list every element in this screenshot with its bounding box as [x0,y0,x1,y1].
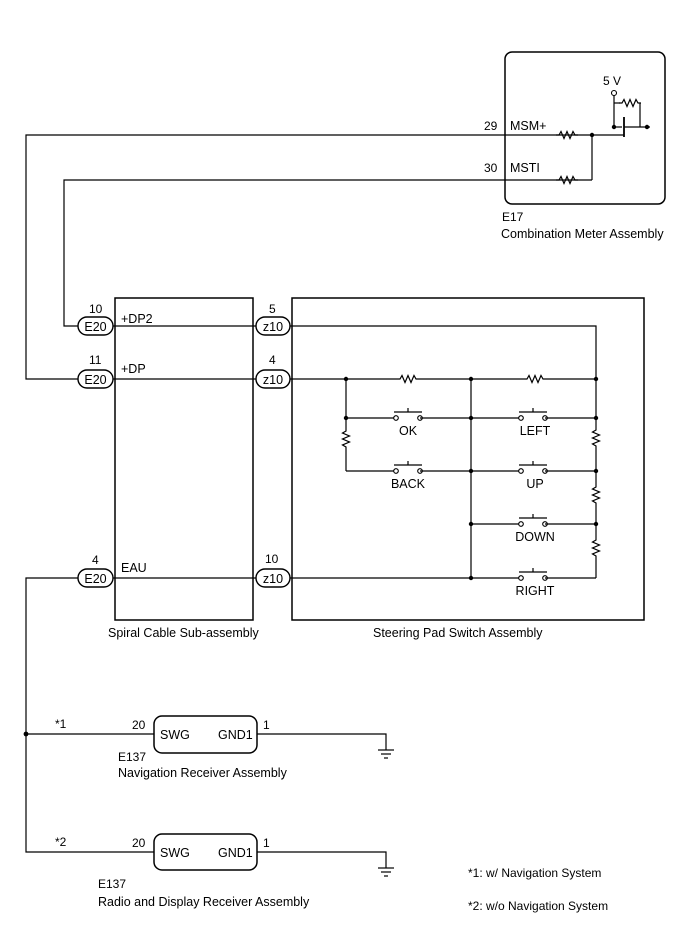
spiral-right-connectors [255,316,291,588]
switch-right-label: RIGHT [516,584,555,598]
note-mark-2: *2 [55,835,67,849]
nav-receiver-name: Navigation Receiver Assembly [118,766,288,780]
spiral-left-connectors [77,316,114,588]
meter-pin-29-number: 29 [484,119,498,133]
pin-eau-label: EAU [121,561,147,575]
note-mark-1: *1 [55,717,67,731]
radio-ground-wire [257,851,387,868]
z10-connector-label: z10 [263,572,283,586]
steering-pad-name: Steering Pad Switch Assembly [373,626,543,640]
switch-up-label: UP [526,477,543,491]
e20-connector-label: E20 [84,572,106,586]
nav-pin-20-number: 20 [132,718,146,732]
meter-internal-circuit [555,89,650,185]
z10-connector-label: z10 [263,320,283,334]
switch-down-label: DOWN [515,530,555,544]
footnote-1: *1: w/ Navigation System [468,866,601,880]
external-wiring [23,134,556,853]
radio-pin-1-number: 1 [263,836,270,850]
ground-icon [377,867,395,877]
nav-swg-label: SWG [160,728,190,742]
radio-pin-20-number: 20 [132,836,146,850]
radio-gnd1-label: GND1 [218,846,253,860]
nav-connector-code: E137 [118,750,146,764]
z10-pin-5-number: 5 [269,302,276,316]
nav-pin-1-number: 1 [263,718,270,732]
steering-pad-circuit [290,325,601,581]
meter-assembly-name: Combination Meter Assembly [501,227,664,241]
switch-back-label: BACK [391,477,426,491]
spiral-cable-name: Spiral Cable Sub-assembly [108,626,260,640]
meter-voltage-label: 5 V [603,74,621,88]
switch-ok-label: OK [399,424,418,438]
z10-connector-label: z10 [263,373,283,387]
steering-pad-box [291,297,645,621]
footnote-2: *2: w/o Navigation System [468,899,608,913]
combination-meter-box [504,51,666,205]
pin-dp-label: +DP [121,362,146,376]
z10-pin-4-number: 4 [269,353,276,367]
pin-dp2-label: +DP2 [121,312,153,326]
meter-pin-msm-label: MSM+ [510,119,546,133]
ground-icon [377,749,395,759]
switch-left-label: LEFT [520,424,551,438]
z10-pin-10-number: 10 [265,552,279,566]
radio-swg-label: SWG [160,846,190,860]
e20-connector-label: E20 [84,373,106,387]
spiral-cable-box [114,297,254,621]
radio-connector-code: E137 [98,877,126,891]
meter-pin-msti-label: MSTI [510,161,540,175]
nav-ground-wire [257,733,387,750]
meter-pin-30-number: 30 [484,161,498,175]
e20-connector-label: E20 [84,320,106,334]
nav-gnd1-label: GND1 [218,728,253,742]
e20-pin-4-number: 4 [92,553,99,567]
meter-connector-code: E17 [502,210,524,224]
e20-pin-10-number: 10 [89,302,103,316]
radio-receiver-name: Radio and Display Receiver Assembly [98,895,310,909]
e20-pin-11-number: 11 [89,353,102,367]
